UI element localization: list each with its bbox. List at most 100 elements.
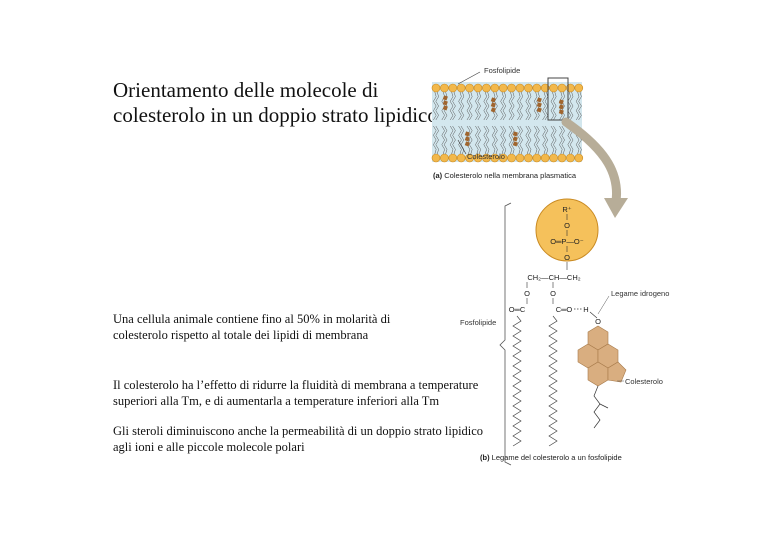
cholesterol-mark: [558, 99, 564, 115]
lipid-head: [431, 153, 441, 163]
lipid-head: [465, 153, 474, 163]
lipid-tail: [435, 125, 439, 155]
lipid-tail: [508, 91, 513, 121]
lipid-tail: [519, 91, 523, 121]
lipid-head: [490, 153, 500, 163]
text-cholesterol-content: Una cellula animale contiene fino al 50%…: [113, 311, 448, 343]
lipid-tail: [578, 91, 582, 121]
label-fosfolipide-b: Fosfolipide: [460, 318, 497, 327]
lipid-head: [574, 153, 584, 163]
lipid-tail: [475, 91, 479, 121]
lipid-head: [507, 153, 516, 163]
caption-letter: (a): [433, 171, 443, 180]
lipid-head: [498, 153, 508, 163]
caption-b: (b) Legame del colesterolo a un fosfolip…: [480, 453, 622, 462]
caption-a: (a) Colesterolo nella membrana plasmatic…: [433, 171, 576, 180]
leader-line: [457, 139, 467, 155]
lipid-tail: [550, 91, 555, 121]
lipid-tail: [441, 125, 445, 155]
lipid-tail: [542, 125, 546, 155]
lipid-head: [532, 83, 542, 93]
lipid-tail: [443, 125, 448, 155]
figure-a-membrane: [431, 71, 584, 163]
label-colesterolo-a: Colesterolo: [467, 152, 505, 161]
lipid-tail: [500, 91, 504, 121]
lipid-head: [540, 153, 550, 163]
lipid-tail: [502, 125, 507, 155]
lipid-tail: [466, 125, 471, 155]
lipid-head: [431, 83, 441, 93]
lipid-head: [557, 83, 567, 93]
lipid-head: [482, 83, 491, 93]
lipid-tail: [460, 91, 465, 121]
lipid-tail: [483, 91, 487, 121]
lipid-tail: [575, 91, 580, 121]
text-permeability: Gli steroli diminuiscono anche la permea…: [113, 423, 498, 455]
lipid-tail: [433, 91, 437, 121]
lipid-tail: [553, 125, 557, 155]
label-fosfolipide-a: Fosfolipide: [484, 66, 521, 75]
lipid-heads: [431, 83, 584, 163]
cholesterol-mark: [512, 131, 518, 147]
lipid-head: [482, 153, 491, 163]
lipid-tail: [485, 125, 490, 155]
lipid-tail: [561, 125, 565, 155]
zoom-box: [547, 77, 569, 121]
lipid-head: [515, 83, 525, 93]
lipid-head: [524, 83, 533, 93]
lipid-tail: [469, 125, 473, 155]
lipid-tail: [550, 125, 555, 155]
lipid-head: [557, 153, 567, 163]
caption-text: Colesterolo nella membrana plasmatica: [444, 171, 576, 180]
text-line: Una cellula animale contiene fino al 50%…: [113, 312, 391, 342]
lipid-tail: [466, 91, 471, 121]
text-fluidity-effect: Il colesterolo ha l’effetto di ridurre l…: [113, 377, 498, 409]
caption-letter: (b): [480, 453, 490, 462]
lipid-tail: [469, 91, 473, 121]
lipid-head: [549, 83, 558, 93]
lipid-tail: [544, 125, 549, 155]
lipid-head: [456, 83, 466, 93]
lipid-tail: [494, 125, 498, 155]
lipid-head: [515, 153, 525, 163]
lipid-tail: [494, 91, 498, 121]
lipid-head: [473, 83, 483, 93]
lipid-tail: [483, 125, 487, 155]
lipid-head: [507, 83, 516, 93]
leader-line: [597, 295, 610, 315]
lipid-tail: [553, 91, 557, 121]
lipid-head: [549, 153, 558, 163]
lipid-tail: [527, 125, 532, 155]
membrane-background: [432, 82, 582, 162]
lipid-tail: [433, 125, 437, 155]
lipid-tails: [433, 91, 582, 155]
lipid-tail: [517, 125, 521, 155]
fatty-acid-chains: [512, 315, 558, 447]
lipid-head: [490, 83, 500, 93]
cholesterol-mark: [536, 97, 542, 113]
lipid-tail: [542, 91, 546, 121]
lipid-tail: [500, 125, 504, 155]
chem-phosphate: O═P—O⁻: [550, 237, 583, 246]
lipid-tail: [477, 91, 481, 121]
zoom-arrow: [561, 117, 628, 218]
chem-o: O: [524, 289, 530, 298]
cholesterol-mark: [490, 97, 496, 113]
lipid-head: [524, 153, 533, 163]
lipid-tail: [491, 125, 496, 155]
text-line: Il colesterolo ha l’effetto di ridurre l…: [113, 378, 479, 408]
lipid-tail: [460, 125, 465, 155]
lipid-tail: [452, 125, 456, 155]
fatty-acid-chain: [548, 315, 558, 447]
lipid-tail: [569, 91, 574, 121]
lipid-tail: [536, 125, 540, 155]
cholesterol-mark: [442, 95, 448, 111]
lipid-tail: [449, 91, 454, 121]
label-legame-idrogeno: Legame idrogeno: [611, 289, 670, 298]
text-line: Gli steroli diminuiscono anche la permea…: [113, 424, 484, 454]
lipid-head: [566, 153, 575, 163]
lipid-tail: [525, 91, 529, 121]
figure-b-structure: R⁺ O O═P—O⁻ O CH₂—CH—CH₂ O O O═C C═O H O: [499, 198, 627, 466]
lipid-head: [448, 83, 458, 93]
lipid-tail: [449, 125, 454, 155]
